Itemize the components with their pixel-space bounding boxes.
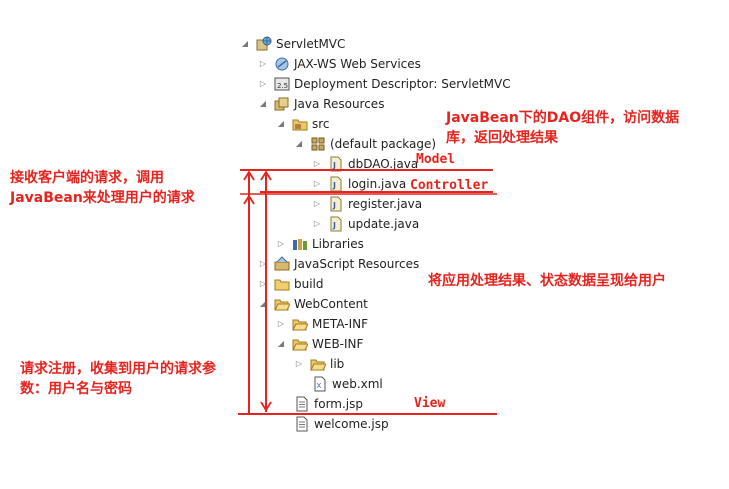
java-resources-label: Java Resources (294, 97, 385, 111)
tree-item-src[interactable]: ◢ src (276, 114, 330, 134)
dao-note-line1: JavaBean下的DAO组件，访问数据 (446, 110, 680, 126)
request-note-line1: 请求注册，收集到用户的请求参 (20, 361, 216, 377)
tree-item-register[interactable]: ▷ J register.java (312, 194, 422, 214)
libraries-label: Libraries (312, 237, 364, 251)
collapsed-icon[interactable]: ▷ (277, 319, 285, 328)
svg-text:J: J (332, 201, 336, 210)
collapsed-icon[interactable]: ▷ (259, 59, 267, 68)
src-label: src (312, 117, 330, 131)
package-icon (310, 136, 326, 152)
tree-item-libraries[interactable]: ▷ Libraries (276, 234, 364, 254)
svg-text:J: J (332, 181, 336, 190)
register-label: register.java (348, 197, 423, 211)
source-folder-icon (292, 116, 308, 132)
jsp-file-icon (294, 396, 310, 412)
collapsed-icon[interactable]: ▷ (313, 159, 321, 168)
java-resources-icon (274, 96, 290, 112)
login-label: login.java (348, 177, 407, 191)
web-inf-label: WEB-INF (312, 337, 364, 351)
javascript-resources-icon (274, 256, 290, 272)
tree-item-meta-inf[interactable]: ▷ META-INF (276, 314, 368, 334)
java-file-icon: J (328, 196, 344, 212)
java-file-icon: J (328, 216, 344, 232)
expanded-icon[interactable]: ◢ (295, 139, 303, 148)
web-xml-label: web.xml (332, 377, 383, 391)
project-name-label: ServletMVC (276, 37, 346, 51)
tree-item-web-xml[interactable]: X web.xml (312, 374, 383, 394)
arrow-right-top (260, 170, 272, 181)
default-package-label: (default package) (330, 137, 437, 151)
folder-icon (310, 356, 327, 372)
tree-item-build[interactable]: ▷ build (258, 274, 324, 294)
tree-item-lib[interactable]: ▷ lib (294, 354, 344, 374)
java-file-icon: J (328, 176, 344, 192)
deployment-descriptor-icon: 2.5 (274, 76, 290, 92)
collapsed-icon[interactable]: ▷ (259, 279, 267, 288)
collapsed-icon[interactable]: ▷ (313, 199, 321, 208)
jsp-file-icon (294, 416, 310, 432)
tree-item-java-resources[interactable]: ◢ Java Resources (258, 94, 385, 114)
tree-item-servletmvc[interactable]: ◢ ServletMVC (240, 34, 345, 54)
expanded-icon[interactable]: ◢ (277, 339, 285, 348)
tree-item-deployment-descriptor[interactable]: ▷ 2.5 Deployment Descriptor: ServletMVC (258, 74, 511, 94)
web-services-icon (274, 56, 290, 72)
expanded-icon[interactable]: ◢ (259, 299, 267, 308)
collapsed-icon[interactable]: ▷ (313, 179, 321, 188)
tree-item-default-package[interactable]: ◢ (default package) (294, 134, 436, 154)
dbdao-label: dbDAO.java (348, 157, 419, 171)
view-annotation: View (414, 396, 446, 411)
collapsed-icon[interactable]: ▷ (259, 79, 267, 88)
form-jsp-label: form.jsp (314, 397, 363, 411)
controller-annotation: Controller (410, 178, 489, 193)
tree-item-update[interactable]: ▷ J update.java (312, 214, 419, 234)
webcontent-label: WebContent (294, 297, 368, 311)
expanded-icon[interactable]: ◢ (277, 119, 285, 128)
tree-item-login[interactable]: ▷ J login.java (312, 174, 406, 194)
arrow-right-bottom (260, 401, 272, 412)
svg-text:2.5: 2.5 (277, 82, 288, 90)
arrow-left-top (243, 170, 255, 181)
tree-item-js-resources[interactable]: ▷ JavaScript Resources (258, 254, 419, 274)
lib-label: lib (330, 357, 345, 371)
controller-note-line2: JavaBean来处理用户的请求 (10, 190, 195, 206)
collapsed-icon[interactable]: ▷ (313, 219, 321, 228)
web-project-icon (256, 36, 272, 52)
update-label: update.java (348, 217, 420, 231)
model-annotation: Model (416, 152, 456, 167)
tree-item-webcontent[interactable]: ◢ WebContent (258, 294, 368, 314)
js-resources-label: JavaScript Resources (294, 257, 420, 271)
meta-inf-label: META-INF (312, 317, 369, 331)
tree-item-dbdao[interactable]: ▷ J dbDAO.java (312, 154, 418, 174)
collapsed-icon[interactable]: ▷ (295, 359, 303, 368)
tree-item-jaxws[interactable]: ▷ JAX-WS Web Services (258, 54, 421, 74)
view-note: 将应用处理结果、状态数据呈现给用户 (428, 273, 666, 289)
folder-icon (274, 276, 290, 292)
xml-file-icon: X (312, 376, 328, 392)
expanded-icon[interactable]: ◢ (259, 99, 267, 108)
expanded-icon[interactable]: ◢ (241, 39, 249, 48)
dao-note-line2: 库，返回处理结果 (446, 130, 558, 146)
build-label: build (294, 277, 324, 291)
welcome-jsp-label: welcome.jsp (314, 417, 389, 431)
controller-note-line1: 接收客户端的请求，调用 (10, 170, 164, 186)
tree-item-web-inf[interactable]: ◢ WEB-INF (276, 334, 364, 354)
svg-text:X: X (317, 382, 322, 390)
libraries-icon (292, 236, 308, 252)
tree-item-form-jsp[interactable]: form.jsp (294, 394, 363, 414)
open-folder-icon (292, 336, 309, 352)
request-note-line2: 数：用户名与密码 (20, 381, 132, 397)
svg-text:J: J (332, 161, 336, 170)
jaxws-label: JAX-WS Web Services (294, 57, 421, 71)
tree-item-welcome-jsp[interactable]: welcome.jsp (294, 414, 389, 434)
deployment-label: Deployment Descriptor: ServletMVC (294, 77, 511, 91)
java-file-icon: J (328, 156, 344, 172)
svg-text:J: J (332, 221, 336, 230)
folder-icon (292, 316, 309, 332)
collapsed-icon[interactable]: ▷ (259, 259, 267, 268)
collapsed-icon[interactable]: ▷ (277, 239, 285, 248)
arrow-left-mid (243, 194, 255, 205)
